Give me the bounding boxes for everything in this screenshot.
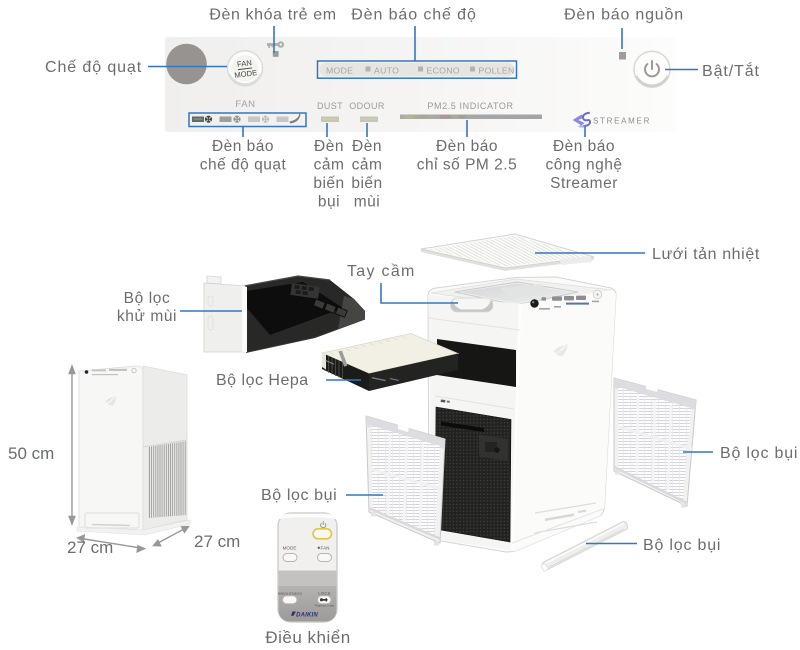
svg-text:Push for 2 sec.: Push for 2 sec.	[315, 604, 335, 608]
svg-text:MODE: MODE	[283, 545, 297, 550]
svg-text:MODE: MODE	[234, 68, 258, 80]
svg-text:Bật/Tắt: Bật/Tắt	[702, 61, 760, 80]
svg-text:Bộ lọc: Bộ lọc	[124, 290, 171, 307]
svg-text:Tay cầm: Tay cầm	[347, 263, 416, 280]
svg-text:FAN: FAN	[237, 58, 253, 69]
svg-text:FAN: FAN	[235, 99, 255, 110]
svg-text:cảm: cảm	[314, 157, 345, 174]
svg-text:Đèn báo: Đèn báo	[436, 138, 498, 155]
svg-text:ODOUR: ODOUR	[349, 101, 385, 111]
svg-text:Đèn báo nguồn: Đèn báo nguồn	[564, 7, 684, 24]
svg-text:FAN: FAN	[321, 545, 330, 550]
svg-text:DAIKIN: DAIKIN	[296, 612, 318, 618]
svg-text:chế độ quạt: chế độ quạt	[200, 157, 287, 174]
svg-text:Bộ lọc Hepa: Bộ lọc Hepa	[216, 372, 309, 389]
svg-text:ECONO: ECONO	[427, 65, 460, 75]
svg-text:PM2.5 INDICATOR: PM2.5 INDICATOR	[427, 101, 513, 111]
svg-text:Bộ lọc bụi: Bộ lọc bụi	[261, 487, 337, 504]
svg-text:biến: biến	[351, 175, 382, 192]
svg-text:Đèn báo: Đèn báo	[212, 138, 274, 155]
svg-text:POLLEN: POLLEN	[479, 65, 515, 75]
svg-text:Đèn báo chế độ: Đèn báo chế độ	[351, 7, 477, 24]
svg-text:DUST: DUST	[317, 101, 343, 111]
svg-text:bụi: bụi	[318, 194, 340, 211]
svg-text:Đèn khóa trẻ em: Đèn khóa trẻ em	[209, 7, 336, 24]
svg-text:khử mùi: khử mùi	[117, 308, 177, 325]
svg-text:Streamer: Streamer	[550, 175, 618, 192]
svg-text:Đèn báo: Đèn báo	[553, 138, 615, 155]
svg-text:Bộ lọc bụi: Bộ lọc bụi	[643, 537, 721, 554]
svg-text:50 cm: 50 cm	[8, 444, 54, 463]
svg-text:Đèn: Đèn	[314, 138, 344, 155]
svg-text:STREAMER: STREAMER	[593, 117, 651, 126]
svg-text:công nghệ: công nghệ	[546, 157, 623, 174]
svg-text:chỉ số PM 2.5: chỉ số PM 2.5	[417, 157, 517, 174]
svg-text:LOCK: LOCK	[318, 591, 331, 596]
svg-text:Đèn: Đèn	[352, 138, 382, 155]
svg-text:Lưới tản nhiệt: Lưới tản nhiệt	[652, 246, 760, 263]
svg-text:Điều khiển: Điều khiển	[265, 628, 350, 647]
svg-text:27 cm: 27 cm	[67, 538, 113, 557]
svg-text:Chế độ quạt: Chế độ quạt	[45, 59, 142, 76]
svg-text:mùi: mùi	[354, 194, 380, 211]
svg-text:27 cm: 27 cm	[194, 532, 240, 551]
svg-text:Bộ lọc bụi: Bộ lọc bụi	[720, 445, 798, 462]
svg-text:BRIGHTNESS: BRIGHTNESS	[278, 592, 303, 596]
svg-text:biến: biến	[313, 175, 344, 192]
svg-text:AUTO: AUTO	[374, 65, 399, 75]
svg-text:cảm: cảm	[352, 157, 383, 174]
svg-text:MODE: MODE	[326, 65, 353, 75]
